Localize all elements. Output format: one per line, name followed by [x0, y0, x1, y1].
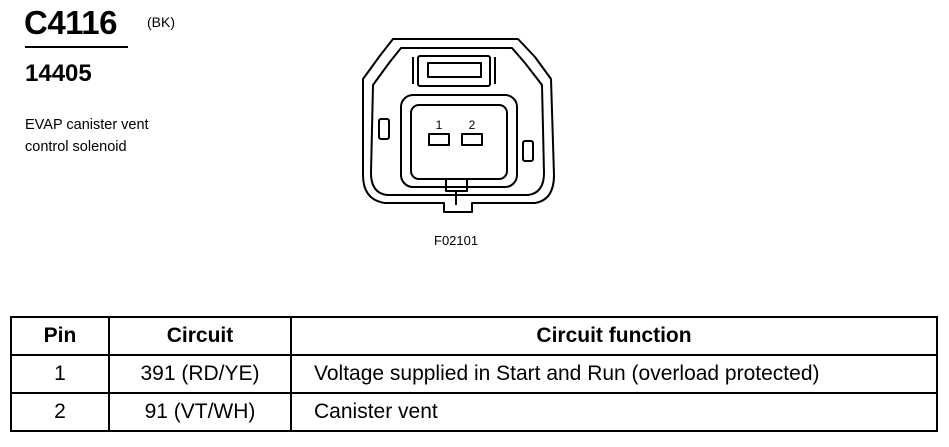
description-line-2: control solenoid — [25, 139, 127, 155]
pin-cavity-outer — [400, 94, 518, 188]
part-number: 14405 — [25, 60, 92, 87]
pin-column-header: Pin — [10, 316, 110, 356]
figure-code: F02101 — [434, 233, 479, 248]
locking-tab-window — [427, 62, 482, 78]
pin-cavity-inner — [410, 104, 508, 180]
color-code: (BK) — [147, 14, 175, 30]
circuit-cell: 391 (RD/YE) — [108, 354, 292, 394]
pin-cell: 1 — [10, 354, 110, 394]
connector-housing-outer — [362, 38, 555, 213]
circuit-function-cell: Canister vent — [290, 392, 938, 432]
connector-face-diagram: 1 2 — [362, 38, 555, 213]
side-rib-left — [378, 118, 390, 140]
component-description: EVAP canister vent control solenoid — [25, 114, 225, 158]
connector-id: C4116 — [24, 4, 117, 41]
bottom-key — [445, 180, 468, 192]
header-rule — [25, 46, 128, 48]
table-header-row: Pin Circuit Circuit function — [10, 316, 938, 356]
pinout-table: Pin Circuit Circuit function 1 391 (RD/Y… — [10, 316, 938, 432]
circuit-function-cell: Voltage supplied in Start and Run (overl… — [290, 354, 938, 394]
circuit-cell: 91 (VT/WH) — [108, 392, 292, 432]
circuit-function-column-header: Circuit function — [290, 316, 938, 356]
pin-terminal-2 — [461, 133, 483, 146]
pin-label-1: 1 — [436, 118, 443, 132]
locking-tab — [417, 55, 491, 87]
description-line-1: EVAP canister vent — [25, 117, 149, 133]
side-rib-right — [522, 140, 534, 162]
table-row: 1 391 (RD/YE) Voltage supplied in Start … — [10, 354, 938, 394]
pin-terminal-1 — [428, 133, 450, 146]
connector-housing-inner — [370, 47, 545, 196]
circuit-column-header: Circuit — [108, 316, 292, 356]
pin-cell: 2 — [10, 392, 110, 432]
table-row: 2 91 (VT/WH) Canister vent — [10, 392, 938, 432]
pin-label-2: 2 — [469, 118, 476, 132]
